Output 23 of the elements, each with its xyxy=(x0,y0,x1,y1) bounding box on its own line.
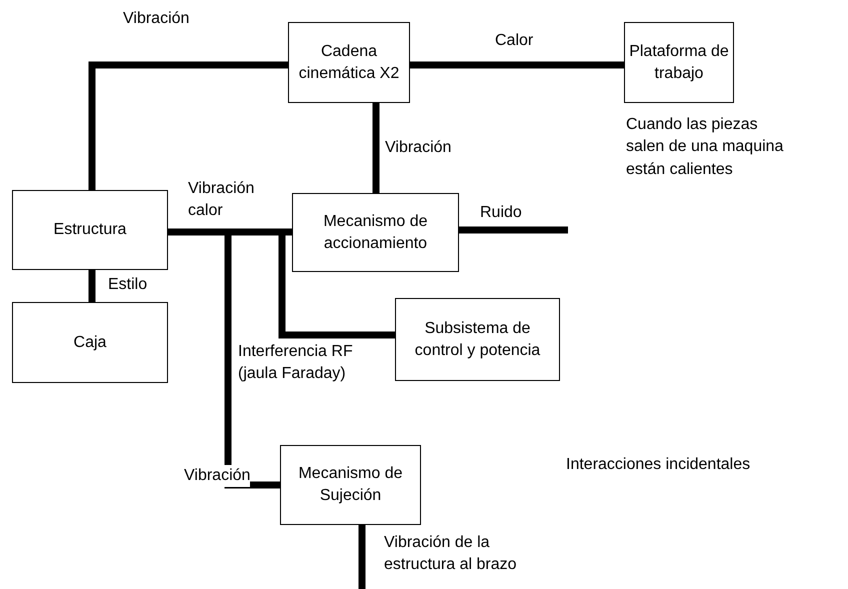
process-box xyxy=(12,190,168,270)
box-label: Cadena cinemática X2 xyxy=(298,42,400,84)
box-label: Subsistema de control y potencia xyxy=(414,318,542,360)
box-label: Mecanismo de Sujeción xyxy=(297,464,404,506)
process-box xyxy=(280,445,421,525)
connector-line xyxy=(459,226,568,234)
note-text: Interacciones incidentales xyxy=(566,455,750,475)
process-box xyxy=(624,22,734,103)
connector-line xyxy=(88,270,96,302)
box-label: Caja xyxy=(74,332,106,353)
connector-line xyxy=(372,103,380,193)
box-label: Plataforma de trabajo xyxy=(628,42,730,84)
note-text: Cuando las piezas salen de una maquina están calientes xyxy=(626,115,784,180)
process-box xyxy=(292,193,459,272)
process-box xyxy=(12,302,168,383)
connector-line xyxy=(358,525,366,589)
connector-line xyxy=(88,62,288,190)
box-label: Mecanismo de accionamiento xyxy=(322,212,429,254)
process-box xyxy=(395,298,560,381)
connector-line xyxy=(410,62,624,68)
box-label: Estructura xyxy=(54,220,126,240)
process-box xyxy=(288,22,410,103)
edge-label: Vibración xyxy=(184,465,250,487)
